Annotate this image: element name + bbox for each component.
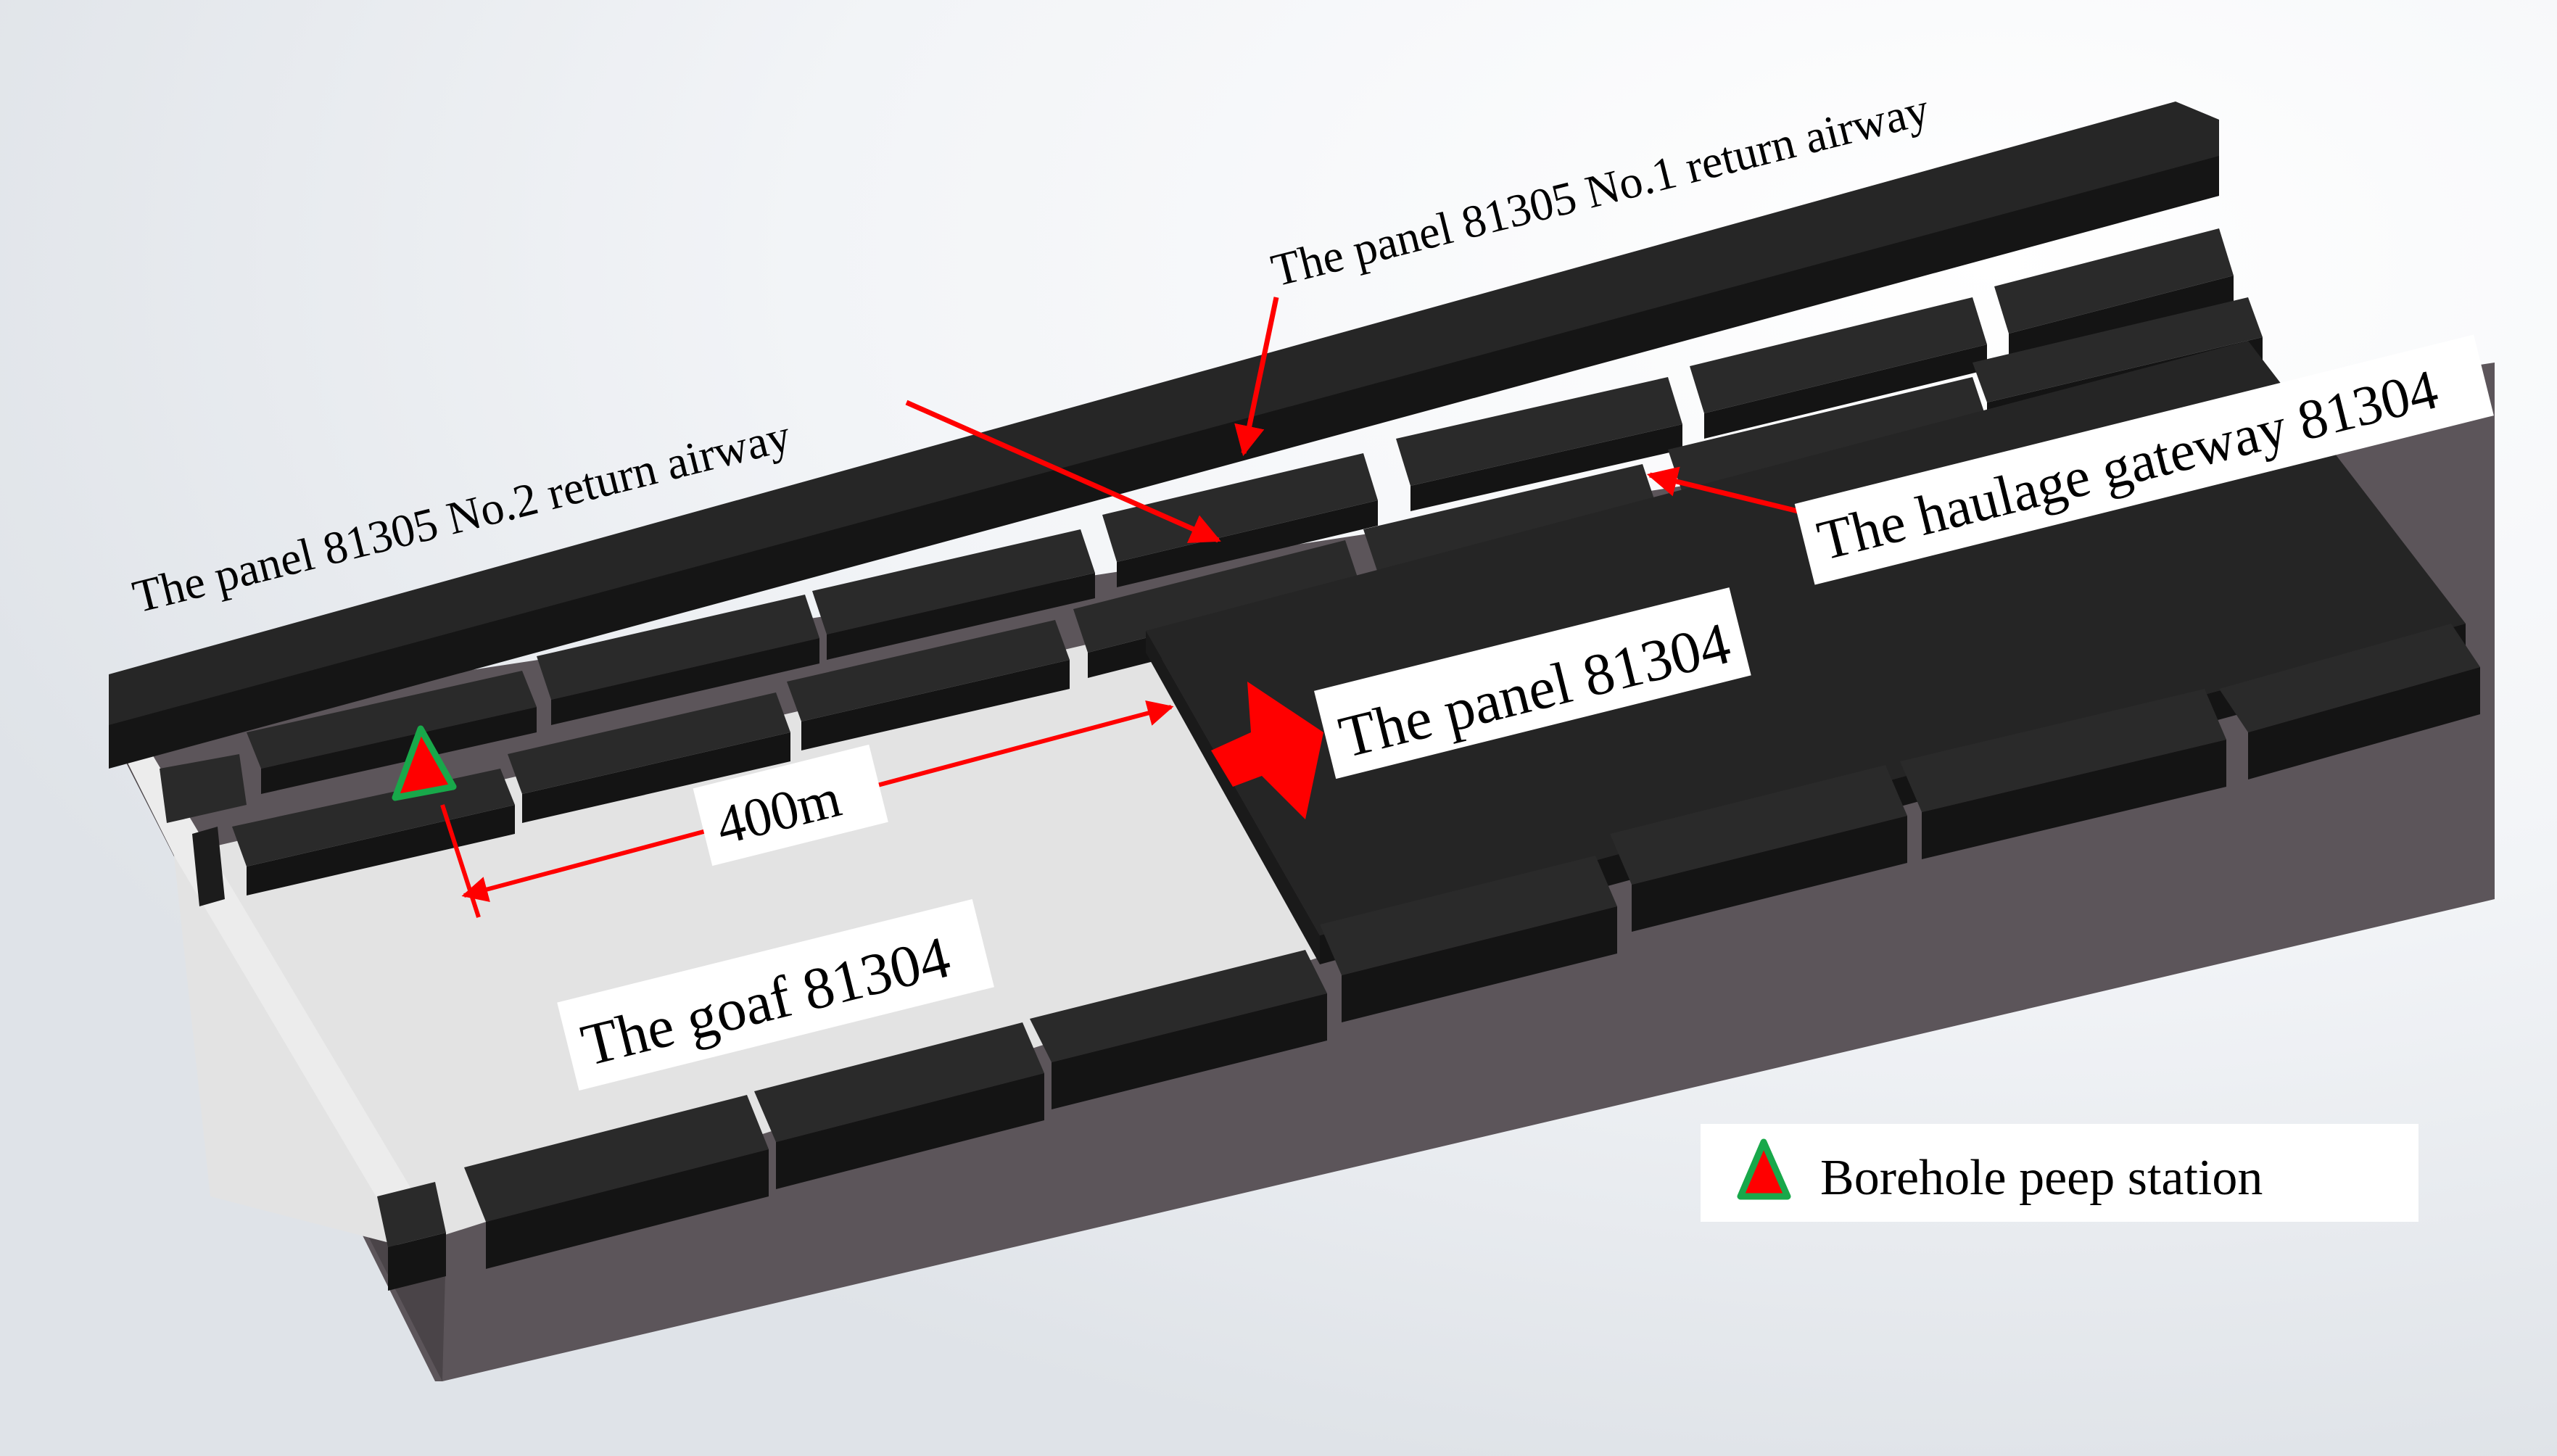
advance-arrow-icon: [1211, 682, 1323, 819]
panel-81304-slab-left: [1146, 631, 1320, 964]
station-leader-line: [440, 804, 481, 918]
arrow-haulage-gateway: [1646, 466, 1814, 518]
legend-box: [1701, 1124, 2418, 1222]
label-panel-box: [1314, 587, 1751, 779]
arrow-no1-airway: [1234, 297, 1279, 457]
pillar-row-bottom: [377, 950, 1327, 1291]
label-goaf-box: [557, 898, 994, 1091]
legend: Borehole peep station: [1701, 1124, 2418, 1222]
triangle-marker-icon: [392, 725, 457, 801]
panel-81305-top-block-front: [109, 156, 2219, 769]
arrow-no2-airway: [905, 400, 1221, 543]
pillar-row-right: [1320, 624, 2480, 1022]
goaf-surface-left-strip: [109, 682, 446, 1247]
label-haulage-gateway-box: [1794, 334, 2494, 585]
legend-label: Borehole peep station: [1820, 1150, 2263, 1206]
legend-triangle-marker-icon: [1737, 1138, 1791, 1200]
label-distance-box: [693, 744, 888, 866]
